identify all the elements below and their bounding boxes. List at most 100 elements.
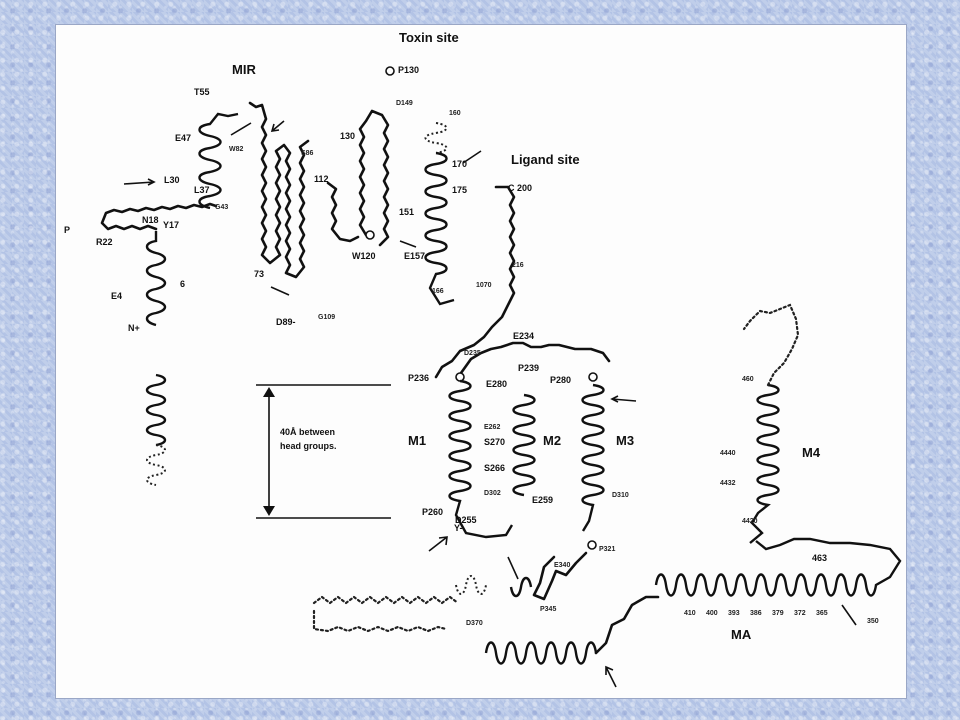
small-helix (509, 576, 533, 598)
n460-label: 460 (742, 376, 754, 383)
arrow-ma (841, 604, 857, 626)
n180-label: 1070 (476, 282, 492, 289)
d255-label: D255 (455, 515, 477, 525)
head-groups-line-2: head groups. (280, 441, 337, 451)
e234-label: E234 (513, 331, 534, 341)
d149-label: D149 (396, 100, 413, 107)
e280-label: E280 (486, 379, 507, 389)
m2-helix (512, 393, 536, 497)
arrow-ligand-1 (462, 150, 482, 164)
ma-helix (654, 537, 902, 597)
n321-label: P321 (599, 546, 615, 553)
g43-label: G43 (215, 204, 228, 211)
m2-label: M2 (543, 433, 561, 448)
m4-label: M4 (802, 445, 821, 460)
n262-label: E262 (484, 424, 500, 431)
p239-label: P239 (518, 363, 539, 373)
n420-label: 4420 (742, 518, 758, 525)
arrow-m1 (428, 536, 448, 552)
y-minus-label: Y- (454, 523, 463, 533)
m1-helix (448, 379, 514, 539)
small-dotted-helix (455, 575, 487, 595)
dotted-helix-top (424, 122, 448, 154)
arrow-w82 (270, 120, 285, 132)
arrow-ligand-2 (399, 240, 417, 248)
c130-label: 130 (340, 131, 355, 141)
svg-text:372: 372 (794, 610, 806, 617)
slide-panel: Toxin site MIR Ligand site N+ E4 6 Y17 N… (55, 24, 907, 699)
mir-label: MIR (232, 62, 256, 77)
p321-marker (587, 540, 597, 550)
ma-residue-numbers: 410 400 393 386 379 372 365 (684, 610, 828, 617)
p236-marker (455, 372, 465, 382)
p260-label: P260 (422, 507, 443, 517)
p130-label: P130 (398, 65, 419, 75)
arrow-m3 (610, 395, 637, 403)
w120-label: W120 (352, 251, 376, 261)
n302-label: D302 (484, 490, 501, 497)
n-terminal-helix (145, 231, 167, 327)
t55-label: T55 (194, 87, 210, 97)
p236-label: P236 (408, 373, 429, 383)
n170-label: 170 (452, 159, 467, 169)
svg-text:410: 410 (684, 610, 696, 617)
p280-marker (588, 372, 598, 382)
e157-label: E157 (404, 251, 425, 261)
m3-label: M3 (616, 433, 634, 448)
svg-text:400: 400 (706, 610, 718, 617)
arrow-d89 (270, 286, 290, 296)
dotted-chain-upper (312, 595, 460, 605)
e4-label: E4 (111, 291, 122, 301)
e47-label: E47 (175, 133, 191, 143)
n370-label: D370 (466, 620, 483, 627)
l30-label: L30 (164, 175, 180, 185)
m1-label: M1 (408, 433, 426, 448)
p130-marker (385, 66, 395, 76)
ligand-helix (424, 151, 455, 306)
n235-label: D235 (464, 350, 481, 357)
w120-marker (365, 230, 375, 240)
dotted-chain-lower (312, 609, 448, 633)
n-terminus-label: N+ (128, 323, 140, 333)
n160-label: 160 (449, 110, 461, 117)
m4-helix (749, 383, 780, 544)
n166-label: 166 (432, 288, 444, 295)
six-label: 6 (180, 279, 185, 289)
arrow-loop (507, 556, 519, 580)
n112-label: 112 (314, 174, 329, 184)
n340-label: E340 (554, 562, 570, 569)
n175-label: 175 (452, 185, 467, 195)
w82-label: W82 (229, 146, 244, 153)
y17-label: Y17 (163, 220, 179, 230)
receptor-topology-diagram: Toxin site MIR Ligand site N+ E4 6 Y17 N… (64, 30, 902, 688)
s270-label: S270 (484, 437, 505, 447)
s86-label: S86 (301, 150, 314, 157)
svg-text:386: 386 (750, 610, 762, 617)
n432-label: 4432 (720, 480, 736, 487)
p280-label: P280 (550, 375, 571, 385)
e259-label: E259 (532, 495, 553, 505)
arrow-mir (230, 122, 252, 136)
arrow-lower (605, 665, 617, 688)
n463-label: 463 (812, 553, 827, 563)
n310-label: D310 (612, 492, 629, 499)
n216-label: 216 (512, 262, 524, 269)
s266-label: S266 (484, 463, 505, 473)
head-groups-line-1: 40Å between (280, 427, 335, 437)
r22-label: R22 (96, 237, 113, 247)
svg-text:365: 365 (816, 610, 828, 617)
mir-helix (198, 112, 239, 210)
l37-label: L37 (194, 185, 210, 195)
arrow-l30 (123, 178, 156, 186)
n151-label: 151 (399, 207, 414, 217)
d89-label: D89- (276, 317, 296, 327)
svg-text:379: 379 (772, 610, 784, 617)
ma-label: MA (731, 627, 752, 642)
ligand-site-label: Ligand site (511, 152, 580, 167)
toxin-site-label: Toxin site (399, 30, 459, 45)
n345-label: P345 (540, 606, 556, 613)
svg-text:393: 393 (728, 610, 740, 617)
n18-label: N18 (142, 215, 159, 225)
m3-helix (581, 383, 605, 532)
left-membrane-helix (145, 373, 167, 447)
